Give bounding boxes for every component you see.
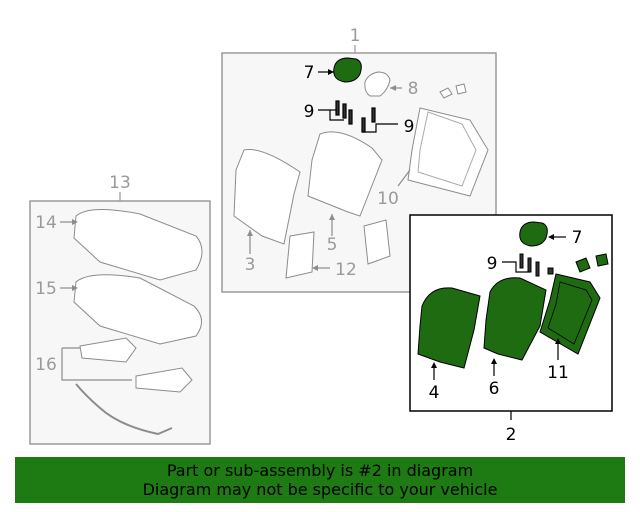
headrest-part-7-b[interactable]: [519, 221, 548, 247]
callout-9-a: 9: [304, 102, 315, 122]
part-3[interactable]: [233, 148, 301, 245]
callout-11: 11: [547, 363, 569, 383]
callout-1: 1: [350, 26, 361, 46]
callout-4: 4: [429, 383, 440, 403]
part-12[interactable]: [285, 231, 315, 279]
part-14[interactable]: [73, 208, 203, 281]
part-16-pad-a[interactable]: [79, 337, 137, 363]
notice-line-1: Part or sub-assembly is #2 in diagram: [166, 461, 474, 480]
callout-9-b: 9: [404, 117, 415, 137]
callout-7-a: 7: [304, 63, 315, 83]
part-10[interactable]: [407, 107, 489, 197]
headrest-part-7[interactable]: [333, 57, 362, 83]
callout-9-c: 9: [487, 254, 498, 274]
part-15[interactable]: [73, 274, 202, 345]
notice-banner: Part or sub-assembly is #2 in diagram Di…: [15, 457, 625, 503]
callout-14: 14: [35, 213, 57, 233]
part-5[interactable]: [307, 131, 383, 217]
seat-back-part-4[interactable]: [417, 287, 481, 369]
callout-3: 3: [245, 255, 256, 275]
notice-line-2: Diagram may not be specific to your vehi…: [142, 480, 498, 499]
wire-harness[interactable]: [75, 383, 173, 436]
callout-10: 10: [377, 189, 399, 209]
seat-back-part-6[interactable]: [483, 277, 547, 361]
frame-part-11[interactable]: [539, 273, 601, 355]
callout-5: 5: [327, 235, 338, 255]
callout-12: 12: [335, 260, 357, 280]
callout-15: 15: [35, 279, 57, 299]
callout-8: 8: [408, 79, 419, 99]
callout-7-b: 7: [572, 228, 583, 248]
callout-13: 13: [109, 173, 131, 193]
part-16-pad-b[interactable]: [135, 367, 193, 393]
callout-16: 16: [35, 355, 57, 375]
part-8[interactable]: [364, 71, 391, 97]
callout-2: 2: [506, 425, 517, 445]
callout-6: 6: [489, 379, 500, 399]
